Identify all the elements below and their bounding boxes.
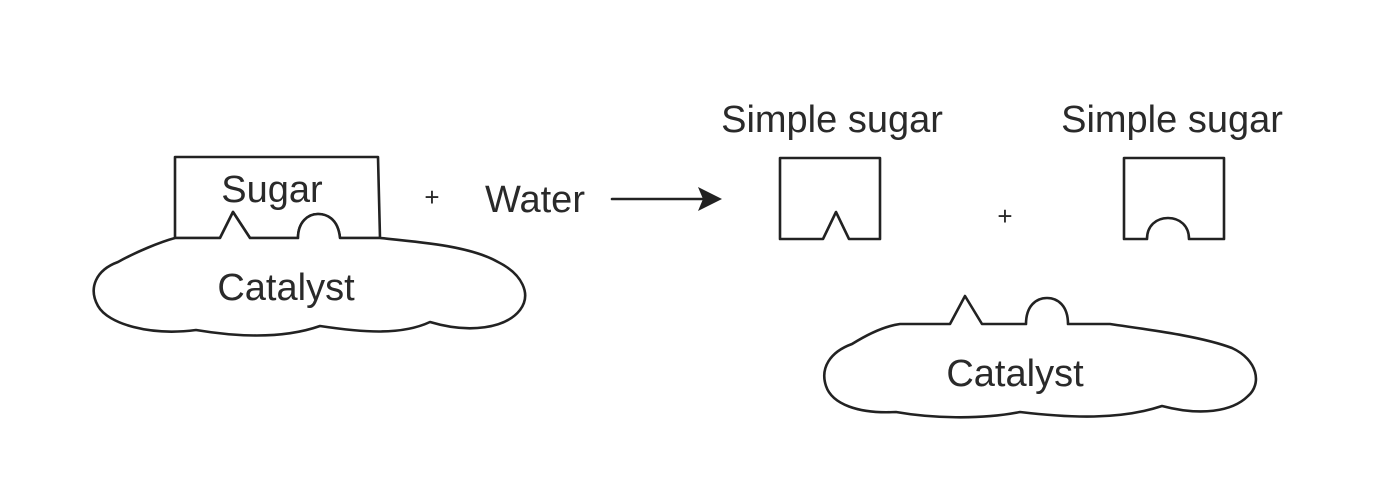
water-label: Water xyxy=(485,179,585,221)
catalyst-label-right: Catalyst xyxy=(946,353,1084,395)
enzyme-substrate-complex: Sugar Catalyst xyxy=(92,155,527,337)
catalyst-enzyme-shape-right xyxy=(823,294,1258,419)
reaction-arrow-head xyxy=(698,187,722,211)
simple-sugar-2: Simple sugar xyxy=(1061,99,1283,241)
sugar-label: Sugar xyxy=(221,169,323,211)
simple-sugar-label-1: Simple sugar xyxy=(721,99,943,141)
plus-sign-2: + xyxy=(997,201,1012,231)
simple-sugar-shape-1 xyxy=(778,156,882,241)
simple-sugar-label-2: Simple sugar xyxy=(1061,99,1283,141)
reaction-arrow xyxy=(610,187,722,211)
plus-sign-1: + xyxy=(424,182,439,212)
catalyst-enzyme-free: Catalyst xyxy=(823,294,1258,419)
simple-sugar-shape-2 xyxy=(1122,156,1226,241)
catalyst-label-left: Catalyst xyxy=(217,267,355,309)
simple-sugar-1: Simple sugar xyxy=(721,99,943,241)
catalyst-enzyme-shape-left xyxy=(92,210,527,337)
